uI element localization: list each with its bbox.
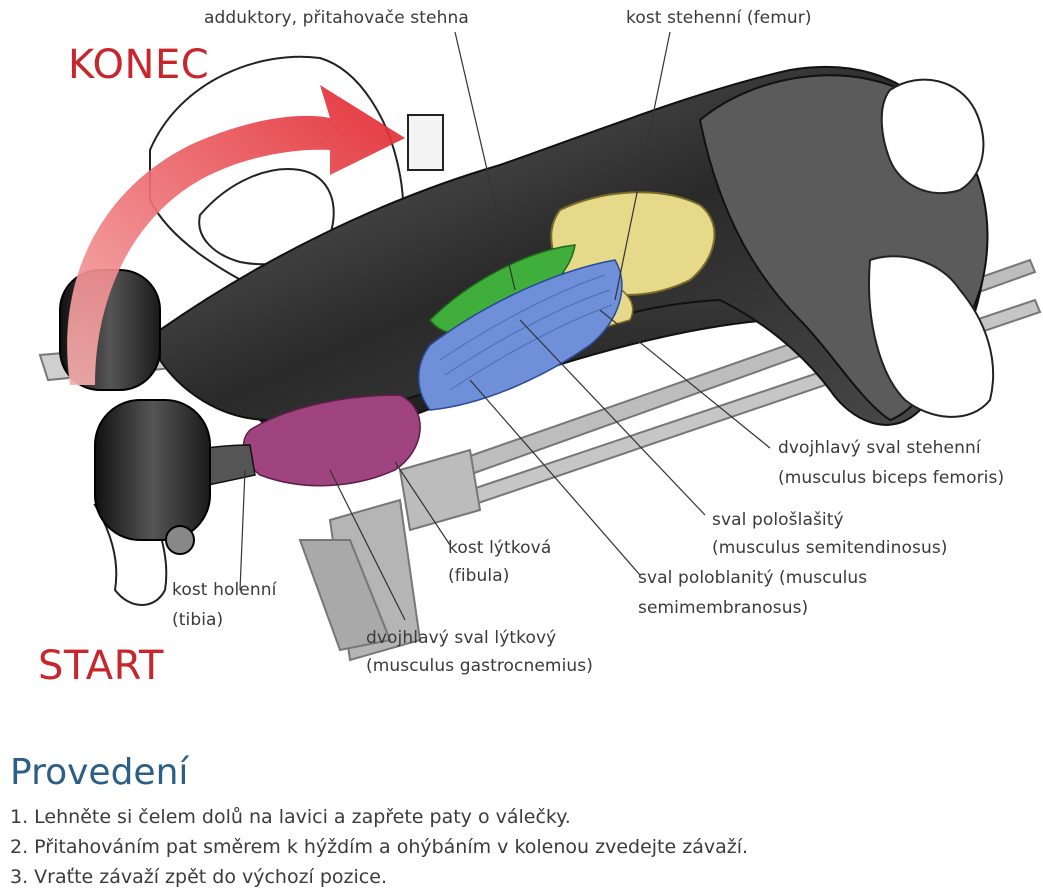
biceps-femoris-label-2: (musculus biceps femoris): [778, 466, 1004, 490]
gastrocnemius-label-1: dvojhlavý sval lýtkový: [366, 626, 556, 650]
instruction-step-2: 2. Přitahováním pat směrem k hýždím a oh…: [10, 834, 748, 860]
end-label: KONEC: [68, 42, 209, 88]
semimembranosus-label-1: sval poloblanitý (musculus: [638, 566, 867, 590]
instruction-step-1: 1. Lehněte si čelem dolů na lavici a zap…: [10, 804, 571, 830]
start-label: START: [38, 643, 164, 689]
instruction-step-3: 3. Vraťte závaží zpět do výchozí pozice.: [10, 864, 387, 890]
tibia-label-2: (tibia): [172, 608, 223, 632]
femur-label: kost stehenní (femur): [626, 6, 812, 30]
semimembranosus-label-2: semimembranosus): [638, 596, 808, 620]
biceps-femoris-label-1: dvojhlavý sval stehenní: [778, 436, 981, 460]
gastrocnemius-label-2: (musculus gastrocnemius): [366, 654, 593, 678]
tibia-label-1: kost holenní: [172, 578, 276, 602]
adductors-label: adduktory, přitahovače stehna: [204, 6, 469, 30]
semitendinosus-label-2: (musculus semitendinosus): [712, 536, 948, 560]
instructions-title: Provedení: [10, 752, 188, 794]
semitendinosus-label-1: sval pološlašitý: [712, 508, 844, 532]
fibula-label-2: (fibula): [448, 564, 509, 588]
fibula-label-1: kost lýtková: [448, 536, 551, 560]
